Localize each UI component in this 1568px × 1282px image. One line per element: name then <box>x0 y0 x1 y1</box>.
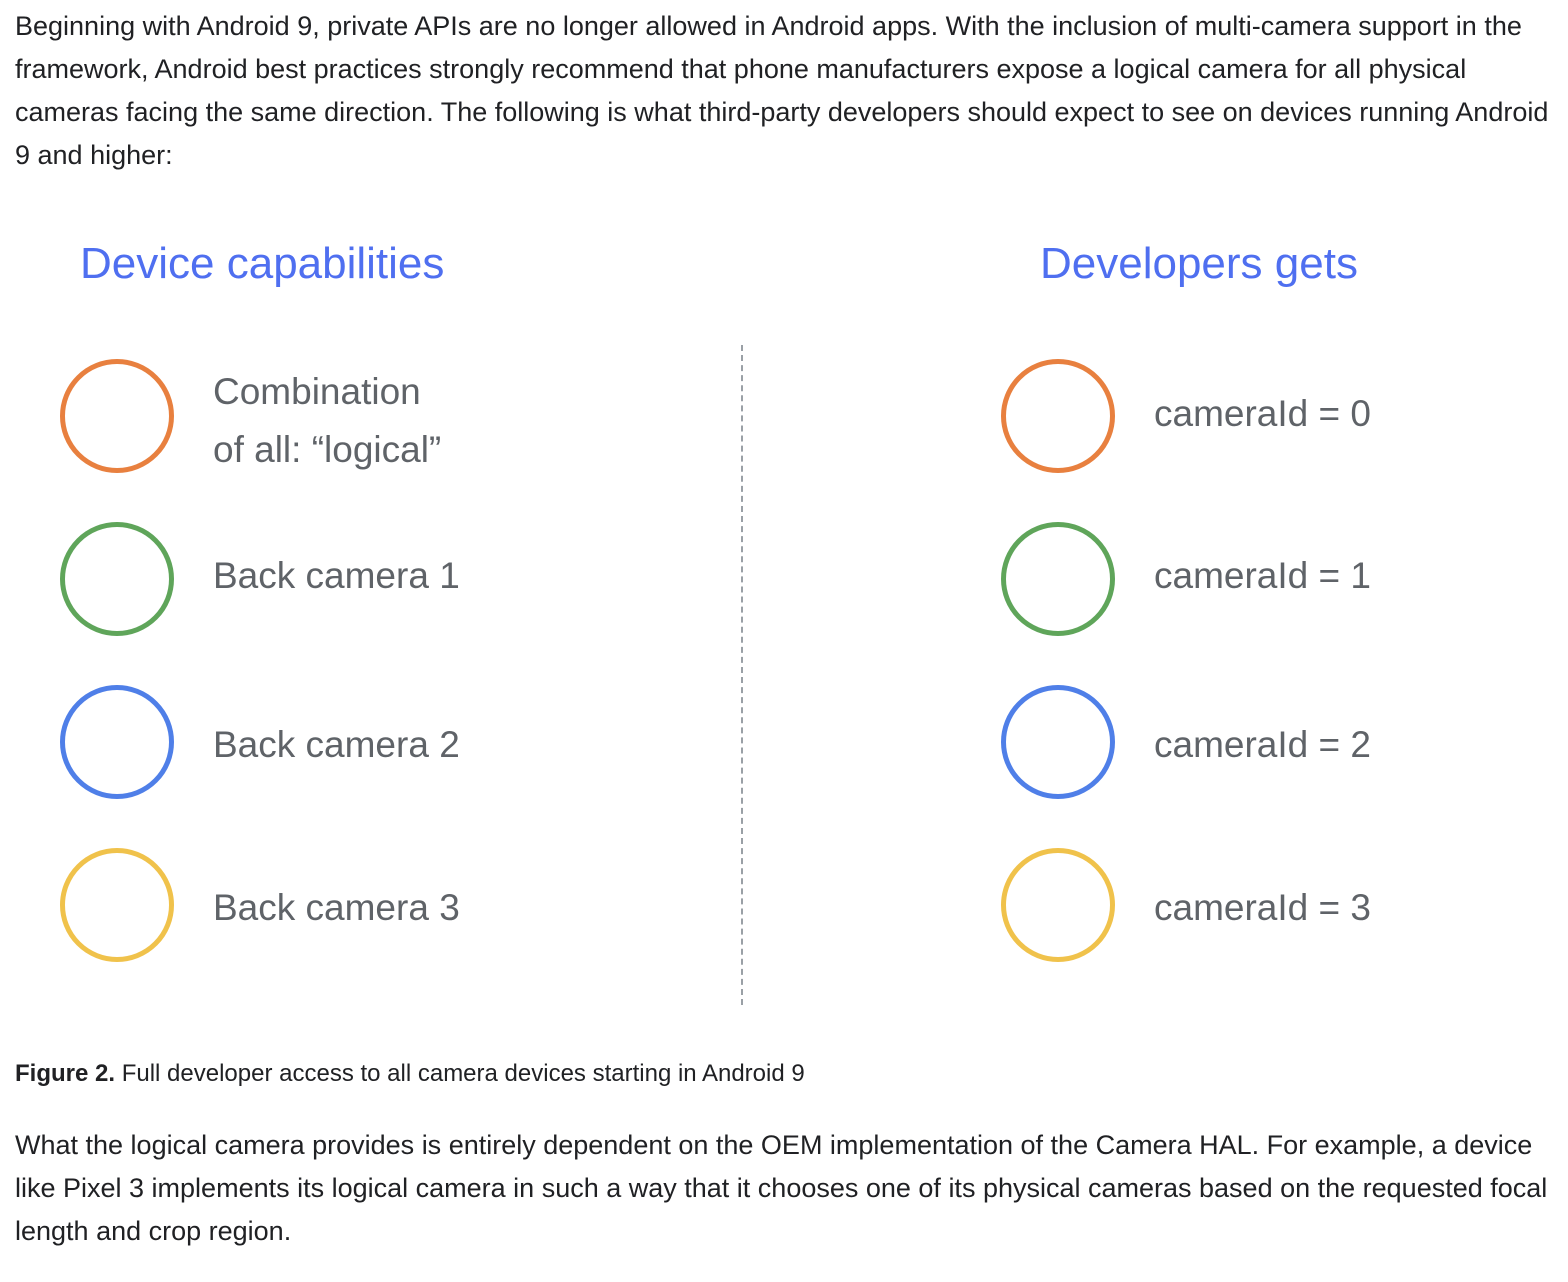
orange-camera-ring-right <box>1001 359 1115 473</box>
green-camera-ring-left <box>60 522 174 636</box>
device-capabilities-heading: Device capabilities <box>80 239 445 288</box>
device-label-back-camera-2: Back camera 2 <box>213 724 460 765</box>
orange-camera-ring-left <box>60 359 174 473</box>
yellow-camera-ring-right <box>1001 848 1115 962</box>
developer-label-camera-1: cameraId = 1 <box>1154 555 1371 596</box>
green-camera-ring-right <box>1001 522 1115 636</box>
device-label-back-camera-3: Back camera 3 <box>213 887 460 928</box>
developer-label-camera-3: cameraId = 3 <box>1154 887 1371 928</box>
device-label-back-camera-1: Back camera 1 <box>213 555 460 596</box>
outro-paragraph: What the logical camera provides is enti… <box>15 1130 1548 1246</box>
dashed-divider <box>741 345 743 1005</box>
figure-diagram: Device capabilities Developers gets Comb… <box>0 220 1568 1005</box>
device-label-logical-line2: of all: “logical” <box>213 429 442 470</box>
figure-caption-text: Full developer access to all camera devi… <box>115 1060 805 1087</box>
intro-paragraph: Beginning with Android 9, private APIs a… <box>15 11 1549 170</box>
blue-camera-ring-right <box>1001 685 1115 799</box>
developers-gets-heading: Developers gets <box>1040 239 1358 288</box>
device-label-logical-line1: Combination <box>213 371 421 412</box>
figure-caption: Figure 2. Full developer access to all c… <box>15 1057 805 1091</box>
blue-camera-ring-left <box>60 685 174 799</box>
yellow-camera-ring-left <box>60 848 174 962</box>
developer-label-camera-0: cameraId = 0 <box>1154 393 1371 434</box>
figure-caption-label: Figure 2. <box>15 1060 116 1087</box>
developer-label-camera-2: cameraId = 2 <box>1154 724 1371 765</box>
